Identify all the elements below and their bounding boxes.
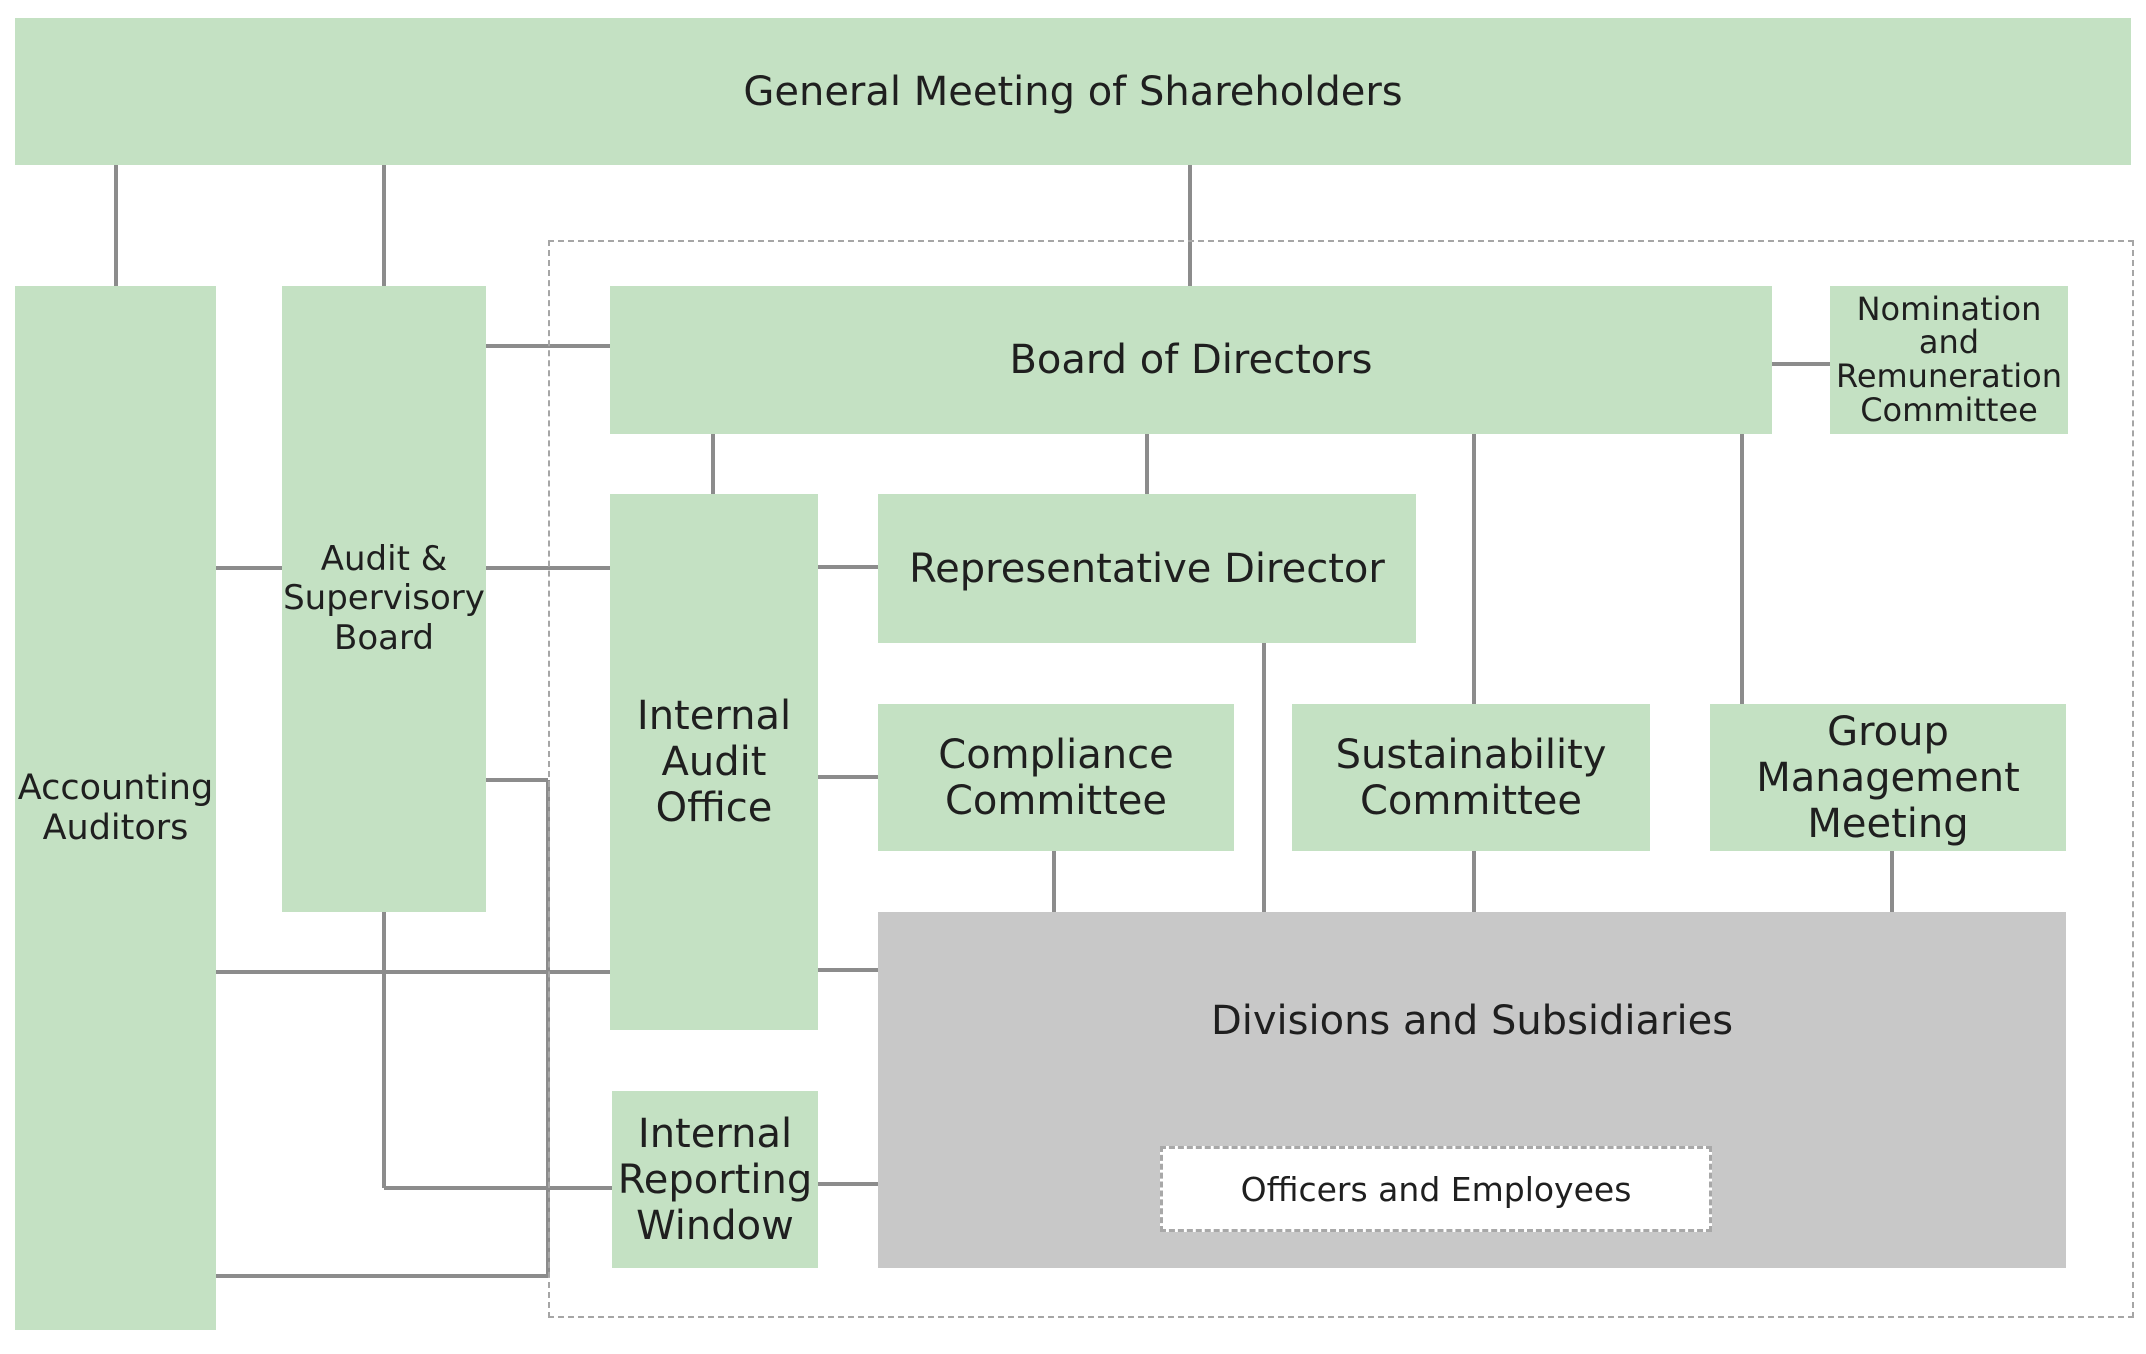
internal-reporting-window-box: Internal Reporting Window <box>612 1091 818 1268</box>
internal-audit-office-label: Internal Audit Office <box>636 693 792 831</box>
officers-employees-label: Officers and Employees <box>1240 1169 1632 1209</box>
board-of-directors-label: Board of Directors <box>1009 337 1373 383</box>
company-boundary-region <box>548 240 2134 1318</box>
internal-reporting-window-label: Internal Reporting Window <box>617 1110 813 1249</box>
group-management-meeting-box: Group Management Meeting <box>1710 704 2066 851</box>
accounting-auditors-box: Accounting Auditors <box>15 286 216 1330</box>
board-of-directors-box: Board of Directors <box>610 286 1772 434</box>
general-meeting-label: General Meeting of Shareholders <box>743 68 1403 115</box>
audit-supervisory-board-label: Audit & Supervisory Board <box>283 539 485 658</box>
nomination-committee-box: Nomination and Remuneration Committee <box>1830 286 2068 434</box>
representative-director-box: Representative Director <box>878 494 1416 643</box>
nomination-committee-label: Nomination and Remuneration Committee <box>1836 289 2062 429</box>
compliance-committee-box: Compliance Committee <box>878 704 1234 851</box>
accounting-auditors-label: Accounting Auditors <box>17 767 214 848</box>
divisions-subsidiaries-label: Divisions and Subsidiaries <box>1210 998 1734 1044</box>
officers-employees-box: Officers and Employees <box>1160 1146 1712 1232</box>
compliance-committee-label: Compliance Committee <box>938 731 1174 824</box>
audit-supervisory-board-box: Audit & Supervisory Board <box>282 286 486 912</box>
general-meeting-box: General Meeting of Shareholders <box>15 18 2131 165</box>
sustainability-committee-label: Sustainability Committee <box>1335 731 1607 824</box>
sustainability-committee-box: Sustainability Committee <box>1292 704 1650 851</box>
representative-director-label: Representative Director <box>909 545 1385 592</box>
group-management-meeting-label: Group Management Meeting <box>1756 708 2020 847</box>
internal-audit-office-box: Internal Audit Office <box>610 494 818 1030</box>
